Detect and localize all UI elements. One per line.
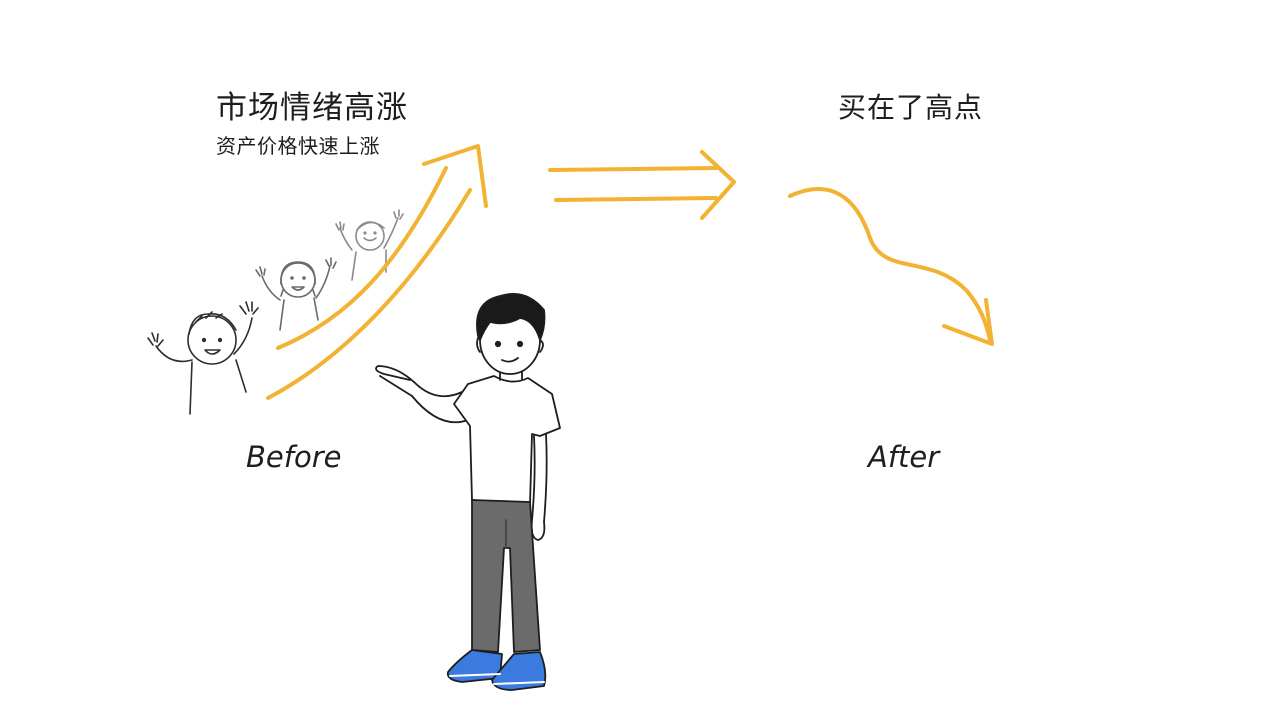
falling-arrow xyxy=(788,187,994,346)
presenter-person xyxy=(375,292,561,691)
rising-arrow xyxy=(266,144,488,400)
before-title: 市场情绪高涨 xyxy=(216,90,408,126)
before-label: Before xyxy=(246,440,342,474)
right-arrow xyxy=(548,150,736,220)
after-label: After xyxy=(868,440,940,474)
after-title: 买在了高点 xyxy=(838,91,984,124)
crowd-person-back xyxy=(335,209,404,281)
before-subtitle: 资产价格快速上涨 xyxy=(216,134,380,158)
crowd-person-front xyxy=(147,301,259,415)
crowd-person-middle xyxy=(255,257,337,331)
cheering-crowd xyxy=(147,209,404,415)
